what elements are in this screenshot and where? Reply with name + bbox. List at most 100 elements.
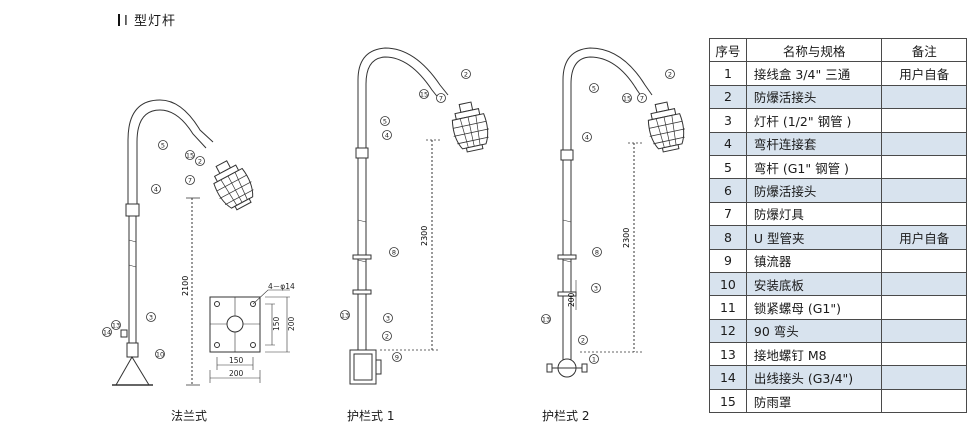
cell-name: 接地螺钉 M8 — [745, 342, 883, 367]
cell-no: 15 — [709, 388, 747, 414]
cell-note — [881, 342, 967, 367]
plate-outer-height: 200 — [287, 316, 296, 331]
cell-no: 1 — [709, 61, 747, 86]
cell-no: 2 — [709, 84, 747, 110]
rail2-callout-13: 13 — [542, 316, 550, 324]
cell-note — [881, 84, 967, 110]
rail2-callout-4: 4 — [585, 134, 589, 142]
cell-name: U 型管夹 — [745, 225, 883, 250]
flange-type-drawing — [112, 99, 261, 386]
flange-callout-7: 7 — [188, 177, 192, 185]
rail1-callout-3: 3 — [386, 315, 390, 323]
cell-name: 安装底板 — [745, 271, 883, 297]
plate-holes-label: 4－φ14 — [268, 282, 295, 291]
rail2-callout-1: 1 — [592, 356, 596, 364]
cell-no: 14 — [709, 365, 747, 390]
rail1-callout-2-bottom: 2 — [385, 333, 389, 341]
cell-no: 4 — [709, 131, 747, 156]
cell-name: 防爆活接头 — [745, 178, 883, 203]
cell-note — [881, 295, 967, 320]
cell-no: 5 — [709, 154, 747, 180]
rail1-dim-2300: 2300 — [420, 226, 429, 246]
cell-no: 7 — [709, 201, 747, 227]
cell-note — [881, 365, 967, 390]
rail2-callout-2-top: 2 — [668, 71, 672, 79]
cell-name: 锁紧螺母 (G1") — [745, 295, 883, 320]
rail2-dim-2300: 2300 — [622, 228, 631, 248]
flange-callout-2: 2 — [198, 158, 202, 166]
cell-no: 12 — [709, 318, 747, 344]
flange-dim-2100: 2100 — [181, 276, 190, 296]
rail1-callout-2-top: 2 — [464, 71, 468, 79]
cell-name: 防爆灯具 — [745, 201, 883, 227]
page-title-text: Ⅰ 型灯杆 — [124, 14, 176, 29]
cell-name: 弯杆连接套 — [745, 131, 883, 156]
cell-note — [881, 131, 967, 156]
cell-name: 弯杆 (G1" 钢管 ) — [745, 154, 883, 180]
rail2-callout-7: 7 — [640, 95, 644, 103]
rail2-callout-3: 3 — [594, 285, 598, 293]
rail1-callout-13: 13 — [341, 312, 349, 320]
cell-note — [881, 178, 967, 203]
cell-no: 3 — [709, 108, 747, 133]
header-no: 序号 — [709, 37, 747, 63]
plate-inner-height: 150 — [272, 316, 281, 331]
cell-name: 出线接头 (G3/4") — [745, 365, 883, 390]
caption-flange: 法兰式 — [171, 409, 208, 423]
plate-inner-width: 150 — [229, 356, 244, 365]
rail1-callout-8: 8 — [392, 249, 396, 257]
cell-name: 90 弯头 — [745, 318, 883, 344]
rail2-callout-15: 15 — [623, 95, 631, 103]
rail2-callout-5: 5 — [592, 85, 596, 93]
cell-name: 灯杆 (1/2" 钢管 ) — [745, 108, 883, 133]
flange-callout-5: 5 — [161, 142, 165, 150]
cell-no: 8 — [709, 225, 747, 250]
cell-note: 用户自备 — [881, 61, 967, 86]
parts-table-header: 序号 名称与规格 备注 — [709, 37, 967, 63]
cell-no: 6 — [709, 178, 747, 203]
flange-callout-15: 15 — [186, 152, 194, 160]
pole-drawings: 2100 5 15 2 7 4 3 13 14 10 4－φ14 150 200… — [102, 47, 690, 386]
rail1-callout-9: 9 — [395, 354, 399, 362]
header-note: 备注 — [881, 37, 967, 63]
cell-name: 防爆活接头 — [745, 84, 883, 110]
cell-name: 防雨罩 — [745, 388, 883, 414]
cell-note — [881, 388, 967, 414]
mounting-plate-drawing — [209, 289, 290, 383]
caption-rail-2: 护栏式 2 — [542, 409, 590, 423]
rail2-callout-2-bottom: 2 — [581, 337, 585, 345]
header-name: 名称与规格 — [745, 37, 883, 63]
cell-no: 9 — [709, 248, 747, 273]
cell-no: 11 — [709, 295, 747, 320]
cell-note — [881, 154, 967, 180]
page-title: Ⅰ 型灯杆 — [118, 10, 176, 29]
rail1-callout-7: 7 — [439, 95, 443, 103]
cell-note — [881, 271, 967, 297]
rail1-callout-15: 15 — [420, 91, 428, 99]
rail2-dim-200: 200 — [567, 292, 576, 307]
cell-no: 10 — [709, 271, 747, 297]
flange-callout-3: 3 — [149, 314, 153, 322]
rail-type-2-drawing — [546, 47, 690, 378]
cell-name: 接线盒 3/4" 三通 — [745, 61, 883, 86]
rail-type-1-drawing — [349, 47, 494, 385]
flange-callouts — [102, 140, 205, 359]
cell-note — [881, 108, 967, 133]
flange-callout-13: 13 — [112, 322, 120, 330]
cell-note — [881, 248, 967, 273]
caption-rail-1: 护栏式 1 — [347, 409, 395, 423]
